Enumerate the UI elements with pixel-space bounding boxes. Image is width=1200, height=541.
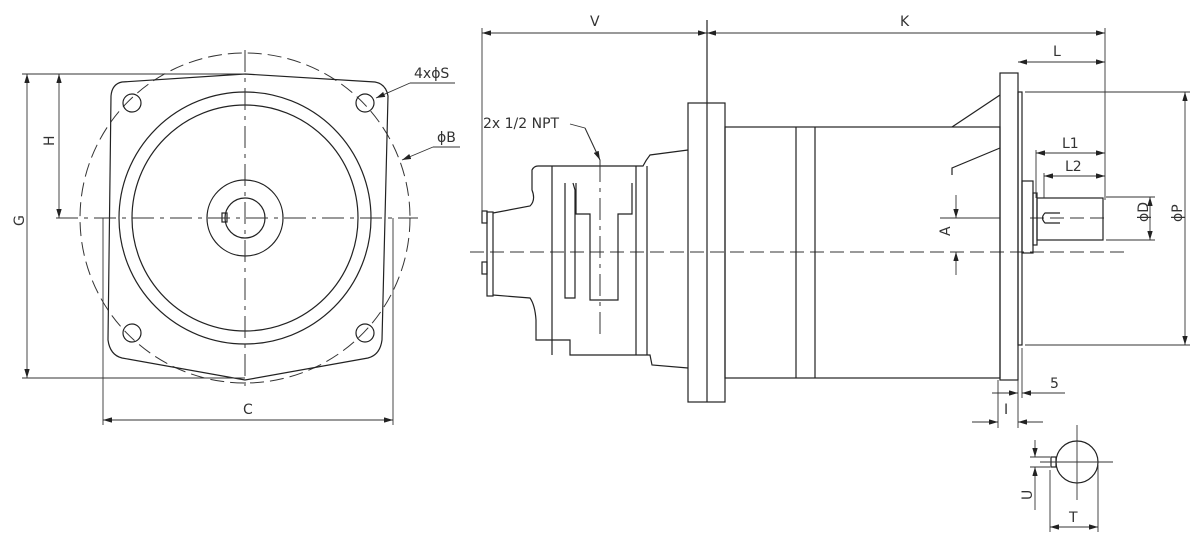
label-a: A — [938, 226, 954, 236]
label-bolt-circle: ϕB — [437, 130, 456, 146]
label-k: K — [900, 14, 910, 30]
label-h: H — [42, 135, 58, 146]
label-l2: L2 — [1065, 159, 1082, 175]
bolt-hole — [355, 93, 375, 113]
label-i: I — [1004, 402, 1008, 418]
label-npt: 2x 1/2 NPT — [483, 116, 560, 132]
label-c: C — [243, 402, 253, 418]
bolt-hole — [122, 93, 142, 113]
front-view: G H C 4xϕS ϕB — [12, 50, 460, 425]
label-p: ϕP — [1170, 204, 1186, 222]
label-g: G — [12, 215, 28, 226]
label-holes: 4xϕS — [414, 66, 449, 82]
output-shaft — [1036, 197, 1104, 241]
key-detail: U T — [1020, 425, 1113, 532]
label-t: T — [1068, 510, 1078, 526]
side-view: V K L L1 L2 ϕD ϕP A 5 I 2x 1/2 NPT — [470, 14, 1190, 428]
label-l: L — [1053, 44, 1061, 60]
label-d: ϕD — [1136, 202, 1152, 222]
label-u: U — [1020, 490, 1036, 500]
bolt-hole — [122, 323, 142, 343]
bolt-hole — [355, 323, 375, 343]
end-plate — [999, 72, 1019, 381]
flange-outline — [107, 73, 389, 381]
label-v: V — [590, 14, 600, 30]
label-l1: L1 — [1062, 136, 1079, 152]
label-5: 5 — [1050, 376, 1059, 392]
